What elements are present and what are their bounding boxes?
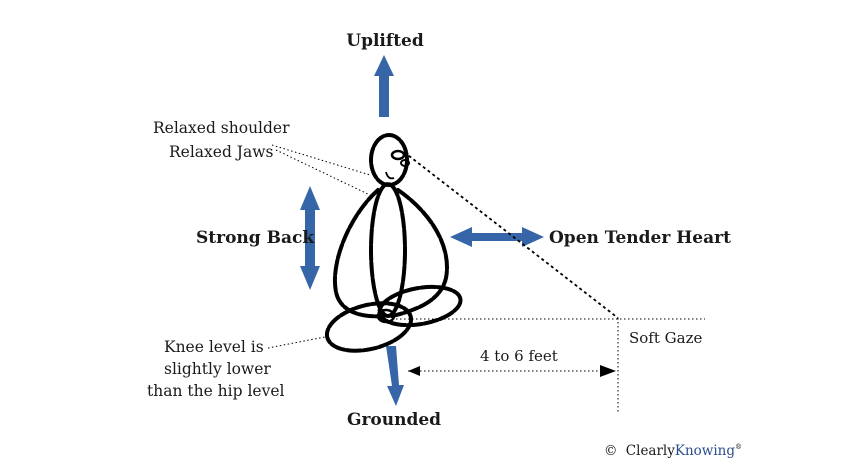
arrow-down — [386, 346, 404, 406]
meditating-person-icon — [324, 133, 463, 353]
label-knee-level-2: slightly lower — [164, 360, 271, 378]
label-knee-level-3: than the hip level — [147, 382, 285, 400]
copyright-brand-part1: Clearly — [626, 443, 675, 459]
copyright-mark: ® — [735, 443, 742, 451]
arrow-up — [374, 55, 394, 117]
distance-arrow — [408, 365, 616, 377]
label-open-tender-heart: Open Tender Heart — [549, 228, 731, 248]
arrow-open-heart — [450, 227, 544, 247]
label-uplifted: Uplifted — [346, 31, 424, 51]
label-strong-back: Strong Back — [196, 228, 315, 248]
label-soft-gaze: Soft Gaze — [629, 329, 702, 347]
label-knee-level-1: Knee level is — [164, 338, 264, 356]
arrows — [300, 55, 544, 406]
label-relaxed-jaws: Relaxed Jaws — [169, 143, 274, 161]
copyright-symbol: © — [604, 443, 618, 459]
label-distance: 4 to 6 feet — [480, 347, 558, 365]
arrow-strong-back — [300, 186, 320, 290]
copyright-brand-part2: Knowing — [675, 443, 735, 459]
copyright-notice: © ClearlyKnowing® — [604, 443, 742, 459]
label-relaxed-shoulder: Relaxed shoulder — [153, 119, 290, 137]
leader-lines — [267, 144, 373, 349]
label-grounded: Grounded — [347, 410, 441, 430]
gaze-lines — [392, 151, 705, 414]
